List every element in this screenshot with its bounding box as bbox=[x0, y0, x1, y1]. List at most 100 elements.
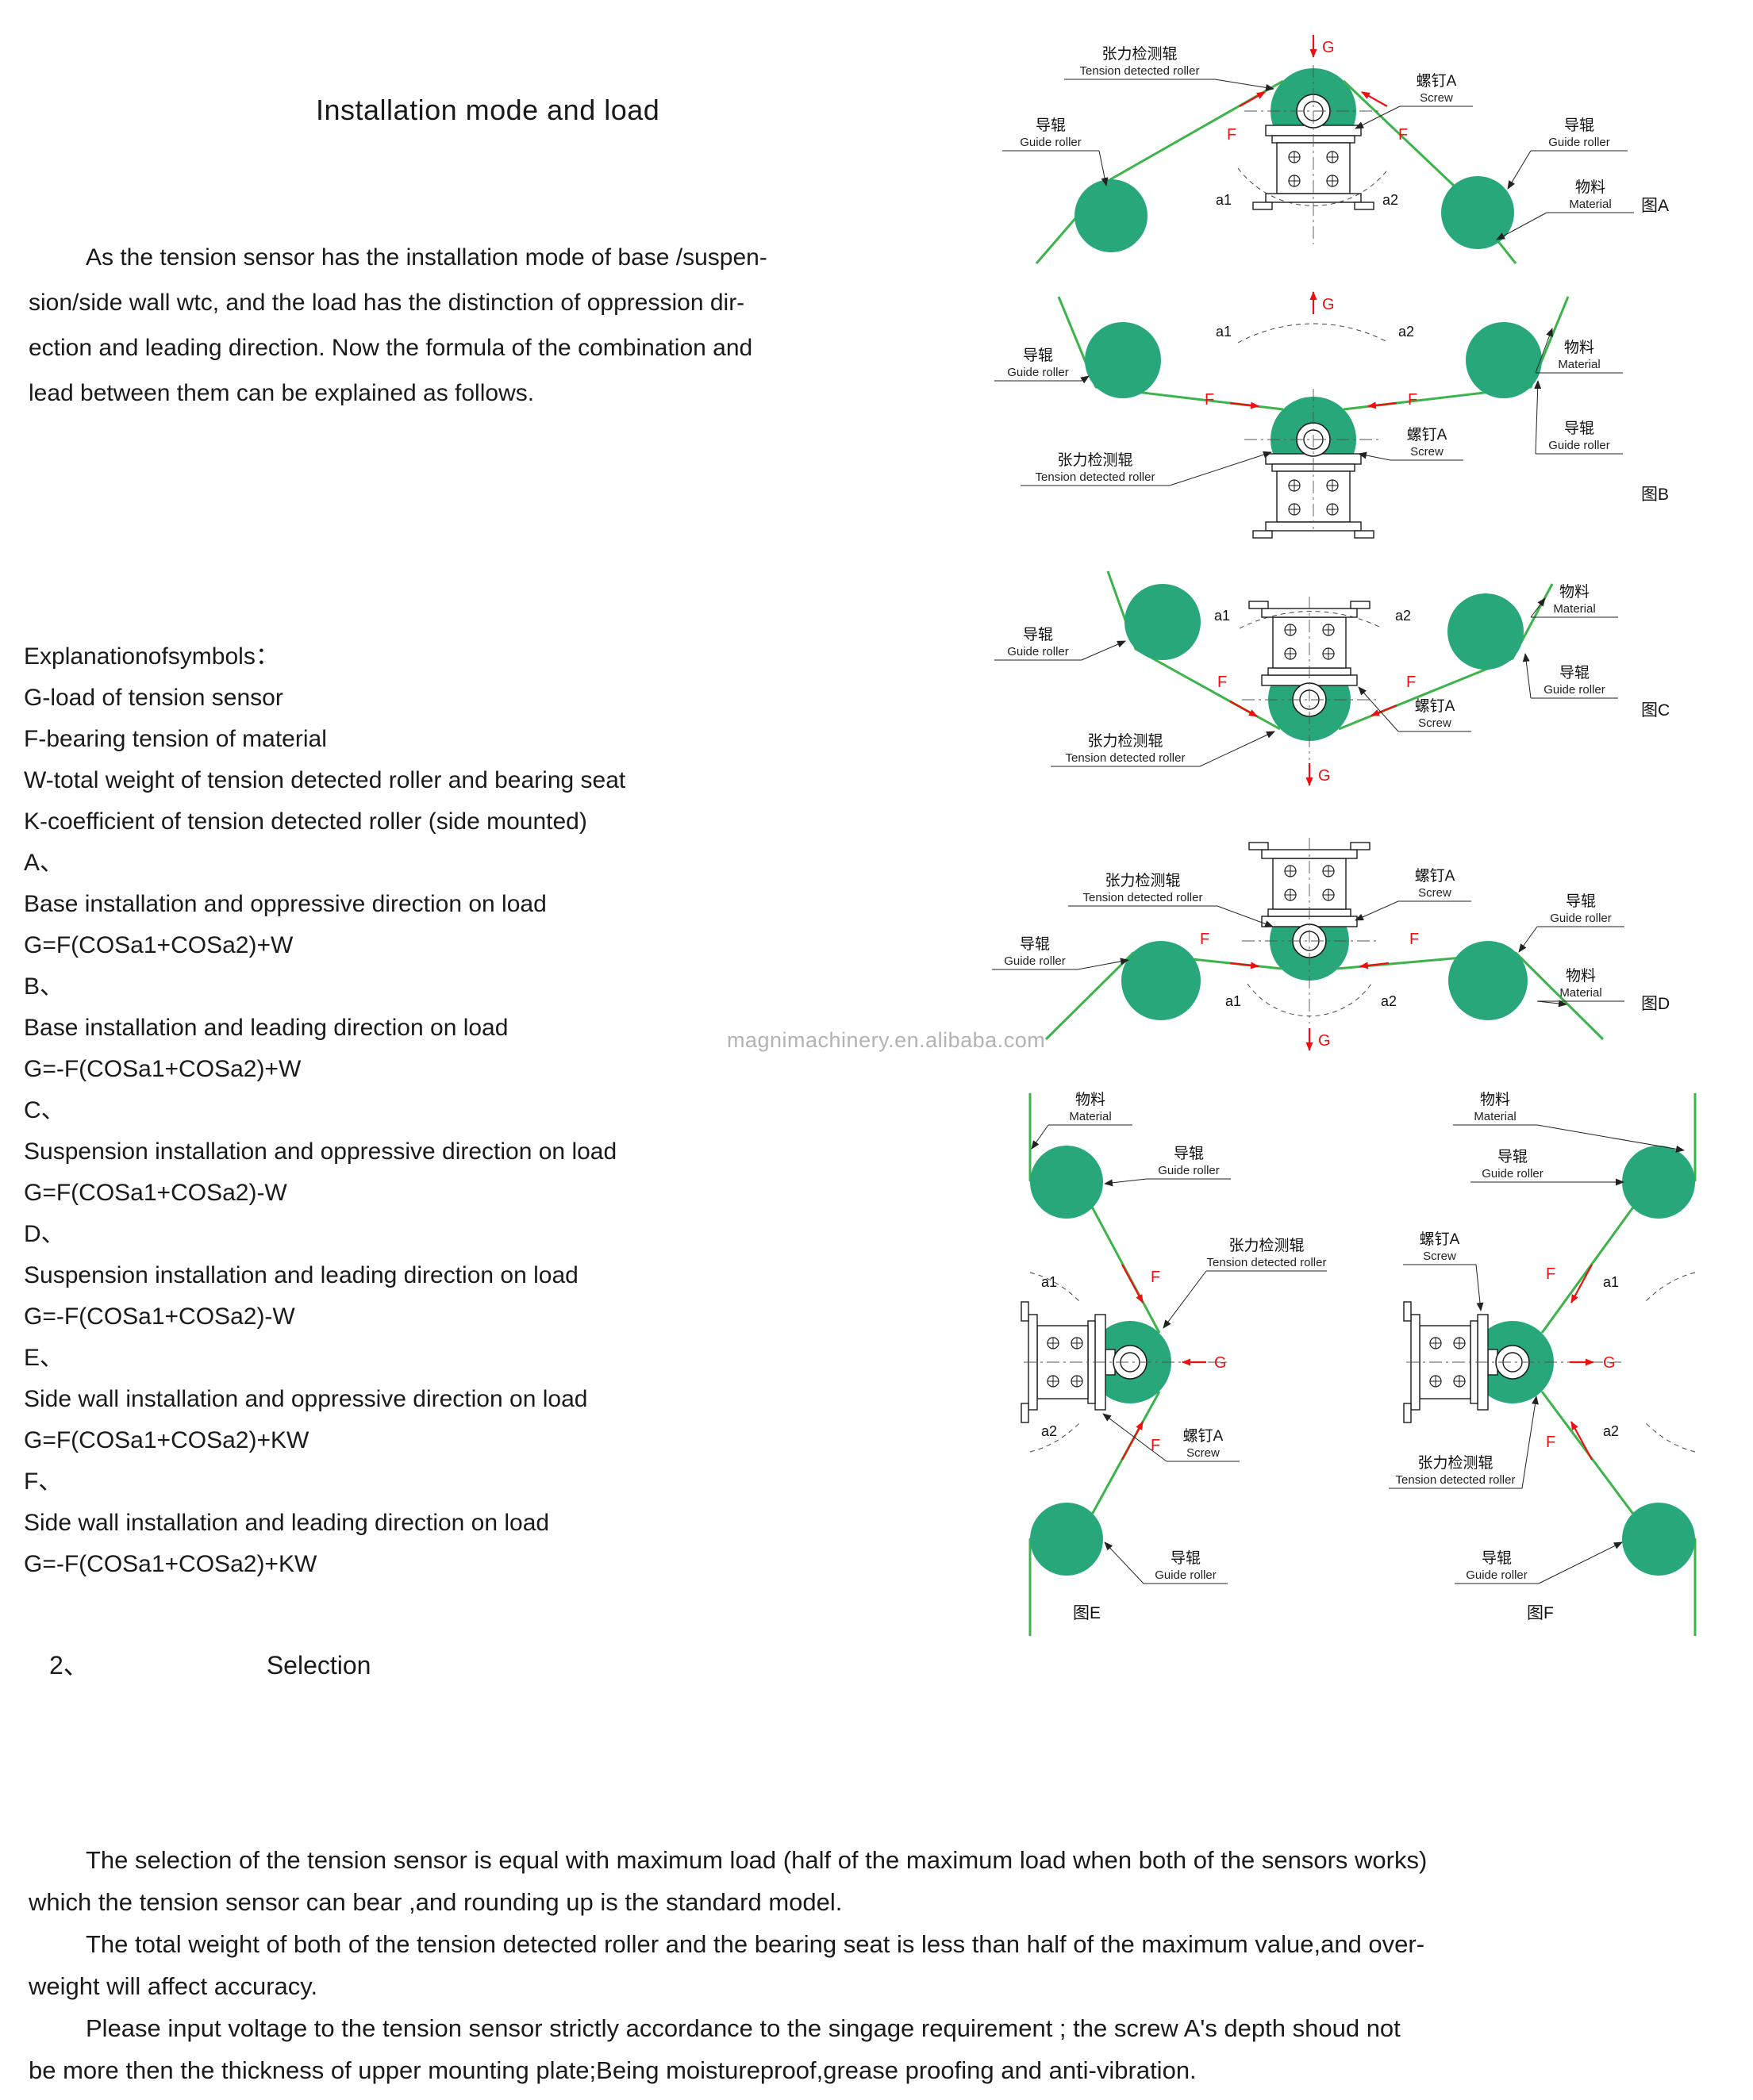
force-label: F bbox=[1409, 931, 1419, 948]
force-arrow bbox=[1570, 1421, 1593, 1461]
label-en: Guide roller bbox=[1158, 1164, 1220, 1177]
angle-label: a2 bbox=[1603, 1423, 1619, 1439]
label-en: Tension detected roller bbox=[1036, 470, 1155, 484]
selection-title: Selection bbox=[266, 1651, 371, 1680]
leader-line bbox=[1169, 451, 1272, 486]
label-en: Material bbox=[1558, 358, 1600, 371]
label-cn: 张力检测辊 bbox=[1057, 451, 1132, 469]
text-line: The selection of the tension sensor is e… bbox=[86, 1846, 1428, 1874]
force-arrow bbox=[1121, 1264, 1144, 1303]
force-label: F bbox=[1408, 391, 1417, 409]
angle-label: a2 bbox=[1398, 324, 1414, 340]
selection-heading: 2、Selection bbox=[49, 1645, 371, 1682]
leader-line bbox=[1214, 79, 1274, 91]
material-line bbox=[1106, 570, 1281, 731]
selection-notes: The selection of the tension sensor is e… bbox=[29, 1839, 1735, 2091]
leader-line bbox=[1536, 1000, 1567, 1008]
label-en: Material bbox=[1559, 986, 1601, 1000]
label-cn: 导辊 bbox=[1023, 626, 1053, 643]
label-cn: 导辊 bbox=[1566, 893, 1596, 910]
text-line: G=-F(COSa1+COSa2)+KW bbox=[24, 1551, 317, 1577]
text-line: The total weight of both of the tension … bbox=[86, 1930, 1425, 1958]
leader-line bbox=[1199, 731, 1275, 767]
leader-line bbox=[1355, 106, 1401, 129]
force-arrow bbox=[1367, 401, 1397, 409]
text-line: E、 bbox=[24, 1345, 64, 1371]
label-cn: 导辊 bbox=[1036, 117, 1066, 134]
angle-arc bbox=[1643, 1421, 1696, 1453]
text-line: ection and leading direction. Now the fo… bbox=[29, 335, 753, 361]
page-title: Installation mode and load bbox=[316, 94, 660, 126]
angle-arc bbox=[1237, 323, 1390, 344]
figure-caption: 图A bbox=[1641, 197, 1669, 215]
angle-label: a1 bbox=[1225, 993, 1241, 1009]
force-label: F bbox=[1227, 126, 1236, 144]
intro-paragraph: As the tension sensor has the installati… bbox=[29, 235, 949, 416]
force-arrow bbox=[1370, 704, 1397, 717]
angle-label: a2 bbox=[1041, 1423, 1057, 1439]
leader-line bbox=[1496, 212, 1547, 240]
text-line: Suspension installation and leading dire… bbox=[24, 1262, 579, 1288]
force-arrow bbox=[1121, 1421, 1144, 1461]
angle-arc bbox=[1239, 611, 1383, 629]
label-en: Screw bbox=[1186, 1446, 1220, 1460]
label-en: Screw bbox=[1423, 1250, 1456, 1263]
angle-arc bbox=[1643, 1272, 1696, 1303]
guide-roller bbox=[1030, 1146, 1103, 1219]
text-line: G=-F(COSa1+COSa2)+W bbox=[24, 1056, 302, 1082]
label-cn: 张力检测辊 bbox=[1228, 1237, 1304, 1254]
figure-caption: 图D bbox=[1641, 995, 1670, 1013]
label-en: Guide roller bbox=[1482, 1167, 1543, 1181]
label-en: Tension detected roller bbox=[1207, 1256, 1327, 1269]
leader-line bbox=[1530, 597, 1546, 618]
label-cn: 物料 bbox=[1480, 1091, 1510, 1108]
angle-label: a1 bbox=[1214, 608, 1230, 624]
text-line: A、 bbox=[24, 850, 64, 876]
label-cn: 导辊 bbox=[1482, 1549, 1512, 1567]
text-line: be more then the thickness of upper moun… bbox=[29, 2056, 1197, 2084]
force-label: F bbox=[1151, 1269, 1160, 1286]
label-en: Screw bbox=[1410, 445, 1444, 459]
leader-line bbox=[1475, 1264, 1484, 1311]
guide-roller bbox=[1466, 322, 1542, 398]
guide-roller bbox=[1030, 1503, 1103, 1576]
angle-arc bbox=[1029, 1272, 1082, 1303]
force-label: F bbox=[1151, 1437, 1160, 1454]
leader-line bbox=[1358, 451, 1391, 461]
force-label: F bbox=[1406, 674, 1416, 691]
text-line: Explanationofsymbols： bbox=[24, 643, 279, 670]
label-en: Tension detected roller bbox=[1080, 64, 1200, 78]
figure-caption: 图B bbox=[1641, 486, 1669, 504]
force-label: F bbox=[1200, 931, 1209, 948]
leader-line bbox=[1080, 375, 1090, 384]
force-label: G bbox=[1214, 1354, 1227, 1372]
label-en: Material bbox=[1569, 198, 1611, 211]
leader-line bbox=[1507, 150, 1532, 190]
text-line: G=F(COSa1+COSa2)-W bbox=[24, 1180, 287, 1206]
leader-line bbox=[1358, 686, 1399, 732]
label-cn: 物料 bbox=[1566, 967, 1596, 985]
label-cn: 物料 bbox=[1564, 339, 1594, 356]
guide-roller bbox=[1447, 593, 1524, 670]
callout-label: 张力检测辊 Tension detected roller bbox=[1163, 1237, 1327, 1329]
label-en: Guide roller bbox=[1543, 683, 1605, 697]
leader-line bbox=[1031, 1124, 1049, 1150]
label-cn: 物料 bbox=[1575, 179, 1605, 196]
angle-label: a1 bbox=[1216, 324, 1232, 340]
